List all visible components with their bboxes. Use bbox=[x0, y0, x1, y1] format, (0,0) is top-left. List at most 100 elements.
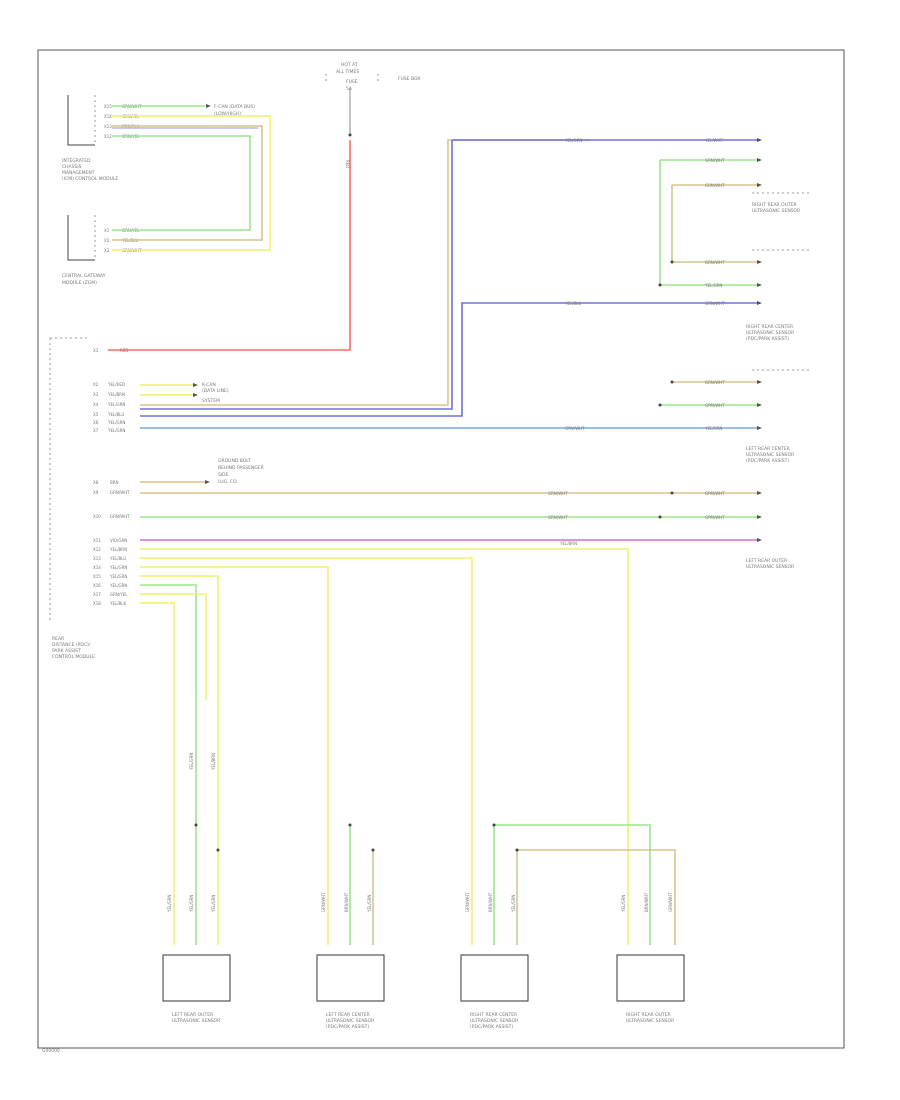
svg-text:X16: X16 bbox=[93, 583, 101, 588]
svg-text:RED: RED bbox=[120, 348, 128, 353]
svg-text:X15: X15 bbox=[93, 574, 101, 579]
pdc-control-module: REAR DISTANCE (PDC)/ PARK ASSIST CONTROL… bbox=[49, 337, 128, 660]
svg-text:ULTRASONIC SENSOR: ULTRASONIC SENSOR bbox=[326, 1018, 374, 1024]
svg-text:GRN/WHT: GRN/WHT bbox=[548, 491, 568, 496]
svg-text:X11: X11 bbox=[93, 538, 101, 543]
svg-text:YEL/GRN: YEL/GRN bbox=[704, 283, 722, 288]
svg-text:YEL/GRN: YEL/GRN bbox=[107, 402, 125, 407]
svg-text:X1: X1 bbox=[104, 228, 110, 233]
svg-text:RIGHT REAR OUTER: RIGHT REAR OUTER bbox=[626, 1012, 671, 1018]
svg-text:(ICM) CONTROL MODULE: (ICM) CONTROL MODULE bbox=[62, 176, 118, 182]
svg-text:ALL TIMES: ALL TIMES bbox=[336, 69, 359, 75]
svg-text:RIGHT REAR CENTER: RIGHT REAR CENTER bbox=[746, 324, 793, 330]
svg-text:GRN/WHT: GRN/WHT bbox=[705, 380, 725, 385]
svg-text:X2: X2 bbox=[93, 382, 99, 387]
svg-text:YEL/GRN: YEL/GRN bbox=[621, 895, 626, 913]
svg-text:X17: X17 bbox=[93, 592, 101, 597]
svg-text:ULTRASONIC SENSOR: ULTRASONIC SENSOR bbox=[752, 208, 800, 214]
svg-text:GRN/WHT: GRN/WHT bbox=[705, 515, 725, 520]
svg-text:X14: X14 bbox=[104, 114, 112, 119]
svg-text:CONTROL MODULE: CONTROL MODULE bbox=[52, 654, 95, 660]
svg-text:YEL/WHT: YEL/WHT bbox=[704, 138, 724, 143]
svg-text:X12: X12 bbox=[93, 547, 101, 552]
svg-text:LEFT REAR OUTER: LEFT REAR OUTER bbox=[172, 1012, 213, 1018]
svg-text:GRN/WHT: GRN/WHT bbox=[565, 426, 585, 431]
svg-text:YEL/GRN: YEL/GRN bbox=[189, 753, 194, 771]
fuse-block: HOT AT ALL TIMES FUSE 5A FUSE BOX bbox=[325, 62, 420, 137]
svg-text:YEL/GRN: YEL/GRN bbox=[109, 565, 127, 570]
svg-text:X10: X10 bbox=[93, 514, 101, 519]
svg-text:LUG. CO.: LUG. CO. bbox=[218, 479, 238, 485]
svg-text:YEL/BRN: YEL/BRN bbox=[559, 541, 577, 546]
svg-text:X18: X18 bbox=[93, 601, 101, 606]
svg-text:SYSTEM: SYSTEM bbox=[202, 398, 220, 404]
svg-text:YEL/GRN: YEL/GRN bbox=[189, 895, 194, 913]
svg-text:VIO/GRN: VIO/GRN bbox=[110, 538, 127, 543]
diagram-id: G00000 bbox=[42, 1048, 60, 1054]
svg-text:YEL/RED: YEL/RED bbox=[107, 382, 125, 387]
svg-text:REAR: REAR bbox=[52, 636, 64, 642]
power-wire: RED bbox=[108, 140, 351, 351]
pins-group-c: X11 X12 X13 X14 X15 X16 X17 X18 VIO/GRN … bbox=[93, 538, 762, 945]
sensor-left-rear-outer: LEFT REAR OUTER ULTRASONIC SENSOR bbox=[162, 954, 231, 1024]
svg-text:X9: X9 bbox=[93, 490, 99, 495]
svg-text:X6: X6 bbox=[93, 420, 99, 425]
sensor-right-rear-center: RIGHT REAR CENTER ULTRASONIC SENSOR (PDC… bbox=[460, 954, 529, 1030]
svg-text:RED: RED bbox=[345, 160, 350, 168]
svg-text:ULTRASONIC SENSOR: ULTRASONIC SENSOR bbox=[746, 452, 794, 458]
svg-text:YEL/GRN: YEL/GRN bbox=[107, 420, 125, 425]
sensor-left-rear-center: LEFT REAR CENTER ULTRASONIC SENSOR (PDC/… bbox=[316, 954, 385, 1030]
svg-text:MODULE (ZGM): MODULE (ZGM) bbox=[62, 280, 97, 286]
svg-text:X14: X14 bbox=[93, 565, 101, 570]
svg-text:YEL/GRN: YEL/GRN bbox=[564, 138, 582, 143]
svg-text:INTEGRATED: INTEGRATED bbox=[62, 158, 91, 164]
svg-text:PARK ASSIST: PARK ASSIST bbox=[52, 648, 81, 654]
svg-text:GRN/WHT: GRN/WHT bbox=[705, 260, 725, 265]
svg-text:F-CAN (DATA BUS): F-CAN (DATA BUS) bbox=[214, 104, 255, 110]
svg-text:RIGHT REAR OUTER: RIGHT REAR OUTER bbox=[752, 202, 797, 208]
svg-text:RIGHT REAR CENTER: RIGHT REAR CENTER bbox=[470, 1012, 517, 1018]
sensor-right-rear-outer: RIGHT REAR OUTER ULTRASONIC SENSOR bbox=[616, 954, 685, 1024]
svg-text:YEL/GRN: YEL/GRN bbox=[109, 574, 127, 579]
svg-text:(DATA LINE): (DATA LINE) bbox=[202, 388, 229, 394]
svg-text:BEHIND PASSENGER: BEHIND PASSENGER bbox=[218, 465, 264, 471]
svg-text:BRN/WHT: BRN/WHT bbox=[344, 892, 349, 912]
diagram-frame bbox=[37, 49, 845, 1049]
svg-text:FUSE BOX: FUSE BOX bbox=[398, 76, 420, 82]
svg-text:ULTRASONIC SENSOR: ULTRASONIC SENSOR bbox=[470, 1018, 518, 1024]
svg-text:GRN/WHT: GRN/WHT bbox=[465, 892, 470, 912]
svg-text:X13: X13 bbox=[93, 556, 101, 561]
svg-text:GRN/WHT: GRN/WHT bbox=[705, 183, 725, 188]
svg-text:YEL/BLU: YEL/BLU bbox=[107, 412, 124, 417]
svg-text:YEL/BLU: YEL/BLU bbox=[109, 556, 126, 561]
svg-text:GRN/WHT: GRN/WHT bbox=[110, 514, 130, 519]
svg-text:GRN/WHT: GRN/WHT bbox=[321, 892, 326, 912]
svg-text:X13: X13 bbox=[104, 124, 112, 129]
svg-text:GRN/WHT: GRN/WHT bbox=[705, 301, 725, 306]
svg-text:YEL/GRN: YEL/GRN bbox=[704, 426, 722, 431]
svg-text:YEL/GRN: YEL/GRN bbox=[511, 895, 516, 913]
svg-text:YEL/BLU: YEL/BLU bbox=[564, 301, 581, 306]
svg-text:LEFT REAR CENTER: LEFT REAR CENTER bbox=[746, 446, 790, 452]
pins-group-b: X8 X9 X10 BRN GRN/WHT GRN/WHT GROUND BOL… bbox=[93, 458, 762, 520]
svg-text:DISTANCE (PDC)/: DISTANCE (PDC)/ bbox=[52, 642, 91, 648]
svg-text:(PDC/PARK ASSIST): (PDC/PARK ASSIST) bbox=[326, 1024, 369, 1030]
svg-text:GRN/YEL: GRN/YEL bbox=[110, 592, 128, 597]
svg-text:ULTRASONIC SENSOR: ULTRASONIC SENSOR bbox=[172, 1018, 220, 1024]
svg-text:CENTRAL GATEWAY: CENTRAL GATEWAY bbox=[62, 273, 106, 279]
svg-text:YEL/GRN: YEL/GRN bbox=[367, 895, 372, 913]
svg-text:(PDC/PARK ASSIST): (PDC/PARK ASSIST) bbox=[746, 458, 789, 464]
svg-text:GRN/WHT: GRN/WHT bbox=[668, 892, 673, 912]
icm-module: INTEGRATED CHASSIS MANAGEMENT (ICM) CONT… bbox=[62, 95, 255, 182]
svg-text:X5: X5 bbox=[93, 412, 99, 417]
svg-text:GRN/WHT: GRN/WHT bbox=[110, 490, 130, 495]
svg-text:(LOW/HIGH): (LOW/HIGH) bbox=[214, 111, 241, 117]
svg-text:X2: X2 bbox=[104, 238, 110, 243]
svg-text:X3: X3 bbox=[93, 392, 99, 397]
svg-text:YEL/GRN: YEL/GRN bbox=[211, 895, 216, 913]
svg-text:YEL/BLK: YEL/BLK bbox=[109, 601, 127, 606]
svg-text:MANAGEMENT: MANAGEMENT bbox=[62, 170, 95, 176]
svg-text:GRN/WHT: GRN/WHT bbox=[705, 491, 725, 496]
sensor-bus-wires bbox=[140, 139, 760, 429]
